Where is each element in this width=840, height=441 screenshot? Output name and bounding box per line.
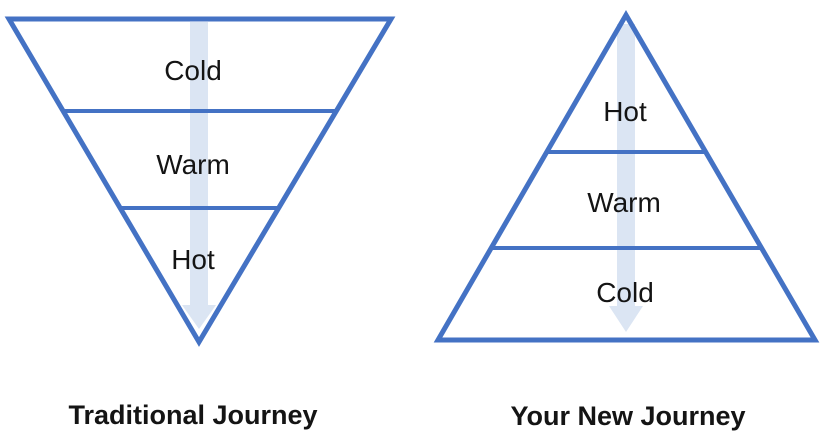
right-caption: Your New Journey [510,401,745,431]
left-down-arrow-icon [182,22,216,329]
left-figure-traditional-journey: Cold Warm Hot Traditional Journey [4,16,396,430]
left-section-label-hot: Hot [171,244,215,275]
left-caption: Traditional Journey [68,400,317,430]
right-section-label-cold: Cold [596,277,654,308]
left-funnel-outline [4,16,396,347]
right-down-arrow-icon [609,24,643,332]
right-figure-your-new-journey: Hot Warm Cold Your New Journey [433,10,820,431]
right-pyramid-outline [433,10,820,343]
left-section-label-cold: Cold [164,55,222,86]
left-section-label-warm: Warm [156,149,230,180]
right-section-label-hot: Hot [603,96,647,127]
right-section-label-warm: Warm [587,187,661,218]
